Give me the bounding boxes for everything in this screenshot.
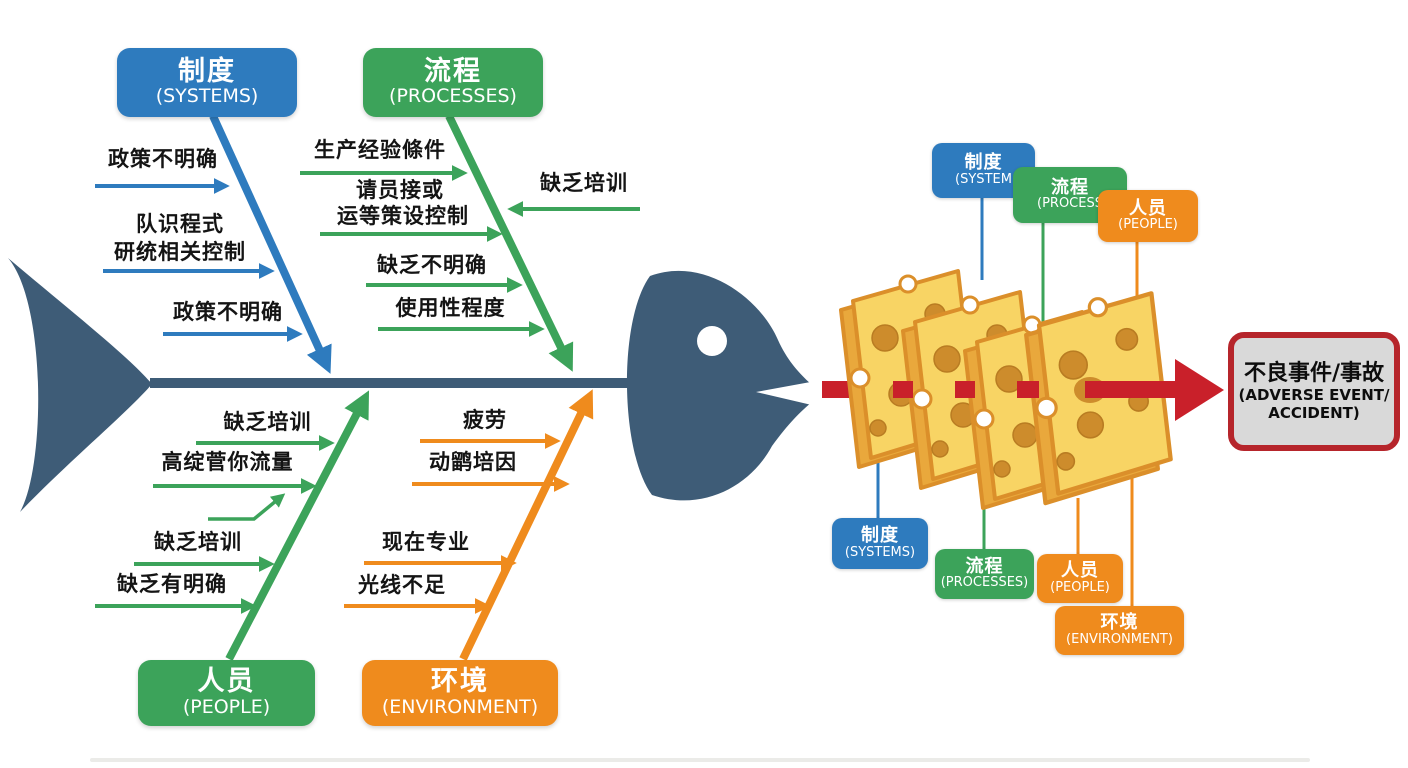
category-label-en: (PEOPLE)	[182, 695, 271, 718]
cause-label: 缺乏培训	[154, 530, 242, 554]
cause-label: 使用性程度	[395, 296, 506, 320]
cause-label: 现在专业	[382, 530, 470, 554]
cheese-bottom-label-systems: 制度 (SYSTEMS)	[832, 518, 928, 569]
cheese-label-zh: 环境	[1100, 612, 1139, 634]
cheese-label-zh: 流程	[965, 555, 1004, 577]
outcome-label-zh: 不良事件/事故	[1243, 360, 1385, 386]
category-box-people: 人员 (PEOPLE)	[138, 660, 315, 726]
branch-people	[225, 390, 370, 661]
cheese-label-en: (PEOPLE)	[1118, 218, 1178, 233]
outcome-label-en2: ACCIDENT)	[1268, 404, 1360, 423]
cause-label: 请员接或	[356, 178, 444, 202]
hazard-arrow-front	[1085, 381, 1177, 398]
fish-tail	[8, 258, 152, 512]
outcome-box: 不良事件/事故 (ADVERSE EVENT/ ACCIDENT)	[1228, 332, 1400, 451]
fish-eye	[697, 326, 727, 356]
cheese-top-label-people: 人员 (PEOPLE)	[1098, 190, 1198, 242]
category-label-zh: 流程	[424, 55, 482, 87]
cheese-bottom-label-environment: 环境 (ENVIRONMENT)	[1055, 606, 1184, 655]
category-label-zh: 人员	[197, 666, 256, 698]
cheese-label-en: (PEOPLE)	[1050, 580, 1110, 595]
cheese-label-zh: 人员	[1061, 560, 1099, 582]
cause-arrow-bent	[208, 493, 286, 521]
cause-label: 队识程式	[136, 212, 224, 236]
cheese-label-zh: 制度	[964, 152, 1003, 174]
cheese-label-en: (SYSTEM	[955, 172, 1012, 187]
cause-label: 缺乏不明确	[377, 253, 487, 277]
fish-mouth	[756, 381, 816, 406]
cheese-label-en: (ENVIRONMENT)	[1066, 632, 1173, 647]
cause-label: 生产经验條件	[314, 138, 446, 162]
cause-label: 缺乏有明确	[117, 572, 227, 596]
hazard-arrow-glimpse	[955, 381, 975, 398]
branch-processes	[445, 114, 574, 372]
category-box-environment: 环境 (ENVIRONMENT)	[362, 660, 558, 726]
fish-head	[626, 270, 813, 501]
cause-label: 缺乏培训	[223, 410, 312, 434]
cheese-label-zh: 流程	[1051, 176, 1089, 198]
branch-environment	[459, 389, 594, 661]
cheese-label-en: (SYSTEMS)	[844, 545, 916, 560]
cheese-label-zh: 制度	[861, 525, 899, 547]
category-label-en: (PROCESSES)	[389, 85, 517, 108]
category-box-systems: 制度 (SYSTEMS)	[117, 48, 297, 117]
cheese-label-zh: 人员	[1129, 197, 1167, 219]
cause-label: 政策不明确	[173, 300, 283, 324]
cheese-label-en: (PROCESSES)	[940, 576, 1029, 591]
category-label-zh: 环境	[431, 666, 489, 698]
floor-shadow	[90, 758, 1310, 762]
cause-label: 疲劳	[463, 408, 507, 432]
cheese-bottom-label-processes: 流程 (PROCESSES)	[935, 549, 1034, 599]
category-box-processes: 流程 (PROCESSES)	[363, 48, 543, 117]
cheese-bottom-label-people: 人员 (PEOPLE)	[1037, 554, 1123, 603]
outcome-label-en1: (ADVERSE EVENT/	[1238, 386, 1390, 405]
cause-label: 缺乏培训	[540, 171, 628, 195]
hazard-arrow-glimpse	[1017, 381, 1039, 398]
category-label-en: (ENVIRONMENT)	[381, 695, 539, 718]
cause-label: 高绽菅你流量	[161, 450, 294, 474]
cause-label: 动鹠培因	[429, 450, 517, 474]
category-label-en: (SYSTEMS)	[155, 85, 259, 108]
cause-label: 研统相关控制	[114, 240, 246, 264]
cause-label: 光线不足	[358, 573, 446, 597]
cause-label: 运等策设控制	[337, 204, 469, 228]
hazard-arrow-head	[1175, 359, 1224, 421]
cheese-label-en: (PROCESS	[1037, 197, 1103, 212]
branch-systems	[209, 114, 332, 374]
cause-label: 政策不明确	[108, 147, 218, 171]
category-label-zh: 制度	[178, 55, 236, 87]
hazard-arrow-glimpse	[893, 381, 913, 398]
